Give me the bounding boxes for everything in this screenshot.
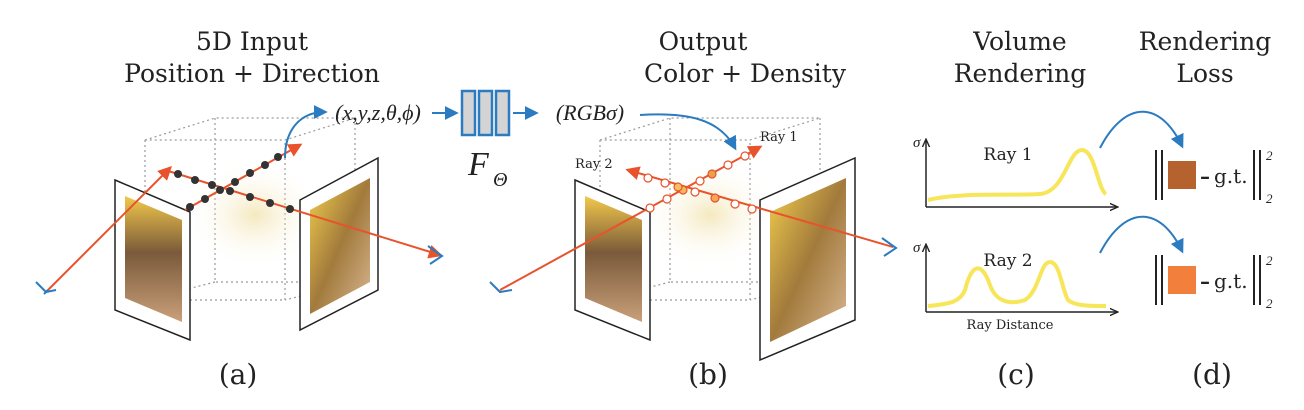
camera-image-right-b — [759, 156, 856, 362]
gt-label-1: g.t. — [1214, 164, 1248, 188]
network-subscript: Θ — [493, 169, 507, 191]
rendered-color-swatch-1 — [1168, 161, 1196, 189]
panel-d-title-line1: Rendering — [1139, 27, 1272, 56]
density-curve-1 — [927, 147, 1108, 202]
camera-origin-2 — [427, 245, 444, 265]
gt-label-2: g.t. — [1214, 269, 1248, 293]
plot1-ray-label: Ray 1 — [983, 145, 1032, 165]
ray-1 — [45, 166, 172, 293]
panel-d-title-line2: Loss — [1176, 59, 1233, 88]
panel-b-caption: (b) — [688, 358, 728, 391]
panel-c: Volume Rendering σ Ray 1 σ Ray 2 Ray Dis… — [913, 27, 1117, 391]
loss-term-1: – g.t. 2 2 — [1155, 148, 1273, 206]
rendered-color-swatch-2 — [1168, 266, 1196, 294]
density-plot-ray2: σ Ray 2 Ray Distance — [913, 240, 1117, 333]
network-block: (x,y,z,θ,ϕ) F Θ (RGBσ) — [335, 89, 624, 191]
density-plot-ray1: σ Ray 1 — [913, 135, 1117, 207]
loss-term-2: – g.t. 2 2 — [1155, 253, 1273, 311]
arrow-to-loss-1 — [1099, 110, 1184, 149]
panel-b-title-line2: Color + Density — [644, 59, 847, 88]
minus-sign-1: – — [1200, 164, 1210, 188]
network-name: F — [467, 146, 490, 183]
arrow-to-loss-2 — [1099, 215, 1184, 254]
norm-superscript-2: 2 — [1266, 253, 1273, 268]
ray-2-b — [625, 166, 894, 248]
density-curve-2 — [927, 259, 1107, 308]
panel-a: 5D Input Position + Direction — [35, 27, 444, 391]
network-layer-2 — [477, 89, 494, 137]
ray-1-label: Ray 1 — [760, 130, 798, 145]
colored-samples — [643, 151, 757, 214]
ray-2-label: Ray 2 — [575, 157, 613, 172]
camera-image-left-b — [574, 178, 651, 342]
plot2-ray-label: Ray 2 — [983, 251, 1032, 271]
arrow-to-input — [284, 105, 328, 159]
panel-d: Rendering Loss – g.t. 2 2 – g.t. 2 2 — [1099, 27, 1273, 391]
norm-superscript-1: 2 — [1266, 148, 1273, 163]
sample-points — [174, 153, 294, 213]
minus-sign-2: – — [1200, 269, 1210, 293]
network-input-label: (x,y,z,θ,ϕ) — [335, 100, 421, 125]
norm-subscript-2: 2 — [1266, 296, 1273, 311]
panel-c-caption: (c) — [997, 358, 1035, 391]
panel-c-title-line1: Volume — [972, 27, 1066, 56]
arrow-from-output — [639, 113, 737, 151]
panel-a-title-line2: Position + Direction — [124, 59, 380, 88]
network-layer-1 — [460, 89, 477, 137]
x-axis-label: Ray Distance — [967, 318, 1054, 333]
camera-image-right — [299, 156, 379, 332]
norm-subscript-1: 2 — [1266, 191, 1273, 206]
network-output-label: (RGBσ) — [556, 100, 624, 125]
plot1-axis-label: σ — [913, 135, 921, 151]
panel-b: Output Color + Density — [489, 27, 898, 391]
plot2-axis-label: σ — [913, 240, 921, 256]
ray-1-b — [499, 145, 763, 291]
panel-b-title-line1: Output — [659, 27, 748, 56]
network-layer-3 — [494, 89, 511, 137]
panel-a-caption: (a) — [219, 358, 258, 391]
panel-c-title-line2: Rendering — [954, 59, 1087, 88]
panel-a-title-line1: 5D Input — [196, 27, 308, 56]
camera-origin-1 — [35, 281, 57, 294]
camera-image-left — [114, 178, 191, 342]
panel-d-caption: (d) — [1192, 358, 1232, 391]
